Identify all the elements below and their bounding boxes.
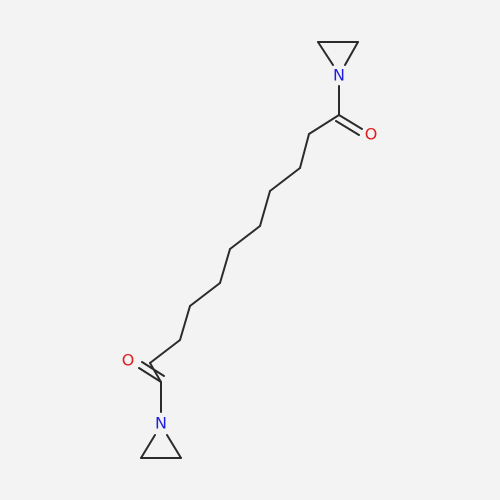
bond-bottom-ring-left bbox=[140, 434, 156, 459]
bond-c1-o1-b bbox=[335, 120, 360, 136]
bond-chain-5 bbox=[229, 225, 261, 250]
atom-o2-label: O bbox=[122, 351, 135, 370]
atom-o2: O bbox=[119, 351, 137, 370]
atom-n1: N bbox=[330, 66, 348, 85]
bond-chain-3 bbox=[269, 167, 301, 192]
bond-chain-9 bbox=[149, 339, 181, 364]
bond-bottom-ring-right bbox=[166, 434, 182, 459]
bond-chain-10 bbox=[149, 362, 162, 383]
atom-n1-label: N bbox=[333, 66, 345, 85]
bond-c10-o2-b bbox=[141, 361, 165, 377]
atom-o1: O bbox=[362, 125, 380, 144]
bond-chain-6 bbox=[219, 248, 231, 284]
bond-chain-2 bbox=[299, 133, 310, 169]
atom-o1-label: O bbox=[365, 125, 378, 144]
bond-c1-o1-a bbox=[338, 114, 363, 130]
bond-top-ring-right bbox=[344, 41, 359, 66]
atom-n2: N bbox=[152, 414, 170, 433]
atom-n2-label: N bbox=[155, 414, 167, 433]
bond-chain-4 bbox=[259, 190, 271, 227]
bond-c10-o2-a bbox=[138, 367, 162, 383]
bond-top-ring-left bbox=[317, 41, 334, 66]
bond-chain-1 bbox=[308, 114, 340, 135]
bond-chain-8 bbox=[179, 305, 191, 341]
bond-chain-7 bbox=[189, 282, 221, 307]
